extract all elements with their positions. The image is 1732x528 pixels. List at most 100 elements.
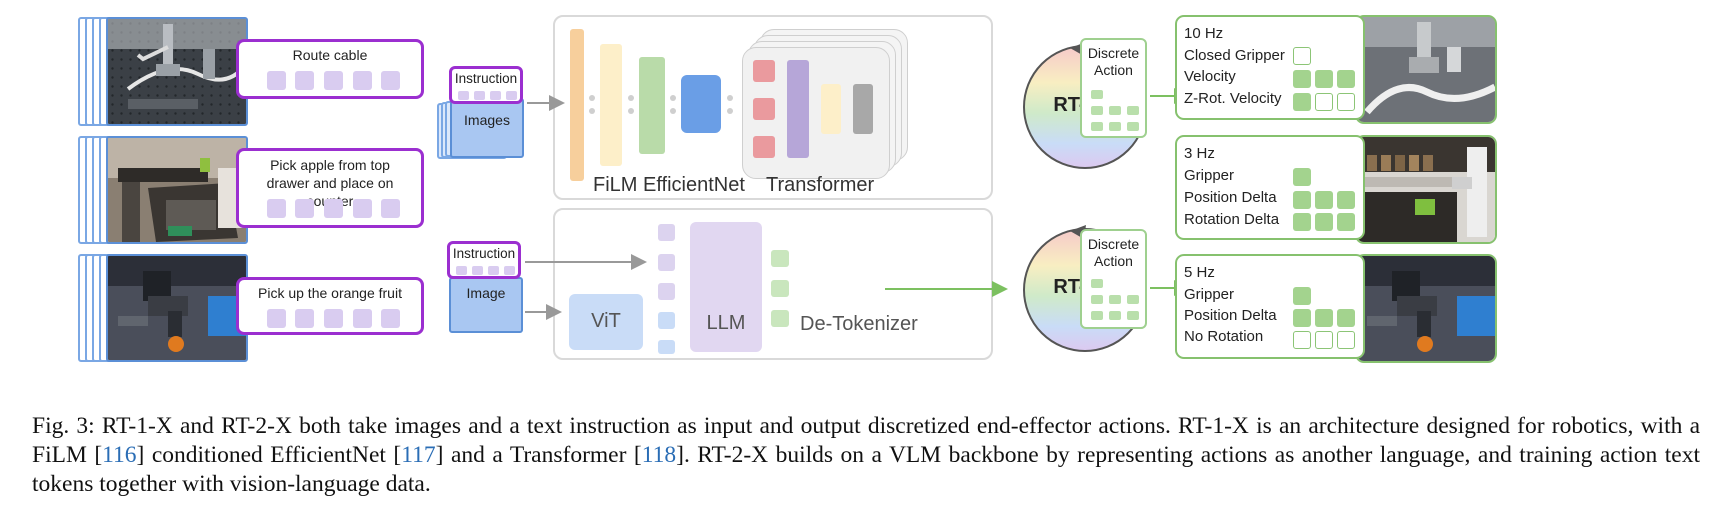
dot (670, 95, 676, 101)
spec-square (1315, 93, 1333, 111)
token (295, 199, 314, 218)
rate-label: 10 Hz (1184, 25, 1224, 42)
output-spec-box: 3 Hz Gripper Position Delta Rotation Del… (1175, 135, 1365, 240)
discrete-action-label: Discrete Action (1087, 45, 1140, 78)
detokenizer-label: De-Tokenizer (800, 313, 918, 335)
rt1-architecture-panel: FiLM EfficientNet Transformer (553, 15, 993, 200)
token (267, 309, 286, 328)
dot (727, 108, 733, 114)
token (353, 199, 372, 218)
rt2-architecture-panel: ViT LLM De-Tokenizer (553, 208, 993, 360)
robot-cable-output-scene (1357, 17, 1495, 122)
spec-square (1337, 70, 1355, 88)
transformer-layer (853, 84, 873, 134)
action-square (1109, 122, 1121, 131)
spec-square (1293, 70, 1311, 88)
token (488, 266, 499, 275)
rt2-discrete-action-box: Discrete Action (1080, 229, 1147, 329)
citation-link[interactable]: 118 (641, 442, 677, 468)
robot-photo-cable-output (1355, 15, 1497, 124)
robot-drawer-scene (108, 138, 246, 242)
token (267, 199, 286, 218)
spec-square (1337, 309, 1355, 327)
output-spec-box: 10 Hz Closed Gripper Velocity Z-Rot. Vel… (1175, 15, 1365, 120)
spec-square (1315, 213, 1333, 231)
token (353, 309, 372, 328)
robot-cable-scene (108, 19, 246, 124)
figure: Route cable Pi (78, 15, 1497, 363)
discrete-action-label: Discrete Action (1087, 236, 1140, 269)
spec-row-label: Gripper (1184, 167, 1235, 184)
citation-link[interactable]: 117 (401, 442, 436, 468)
spec-square (1293, 47, 1311, 65)
rate-label: 5 Hz (1184, 264, 1215, 281)
citation-link[interactable]: 116 (102, 442, 137, 468)
spec-row-label: Closed Gripper (1184, 47, 1285, 64)
spec-square (1315, 191, 1333, 209)
spec-row-label: Position Delta (1184, 189, 1277, 206)
film-layer (600, 44, 622, 166)
attention-block (753, 60, 775, 82)
caption-text: Fig. 3: RT-1-X and RT-2-X both take imag… (32, 413, 1700, 468)
action-square (1127, 122, 1139, 131)
vit-label: ViT (591, 310, 621, 332)
efficientnet-layer (681, 75, 721, 133)
instruction-label: Instruction (454, 71, 518, 86)
spec-row-label: Gripper (1184, 286, 1235, 303)
efficientnet-layer (639, 57, 665, 154)
dot (589, 95, 595, 101)
action-square (1091, 90, 1103, 99)
spec-row-label: Position Delta (1184, 307, 1277, 324)
action-square (1091, 295, 1103, 304)
token (658, 254, 675, 271)
spec-row-label: Z-Rot. Velocity (1184, 90, 1282, 107)
instruction-text: Pick up the orange fruit (258, 285, 402, 301)
attention-block (753, 98, 775, 120)
spec-square (1337, 213, 1355, 231)
action-square (1109, 295, 1121, 304)
spec-square (1293, 309, 1311, 327)
token (353, 71, 372, 90)
spec-square (1315, 331, 1333, 349)
attention-block (753, 136, 775, 158)
dot (727, 95, 733, 101)
dot (670, 108, 676, 114)
transformer-label: Transformer (766, 174, 875, 196)
spec-square (1315, 309, 1333, 327)
token (658, 283, 675, 300)
instruction-box: Route cable (236, 39, 424, 99)
vit-block: ViT (569, 294, 643, 350)
action-token (771, 250, 789, 267)
spec-square (1315, 70, 1333, 88)
film-layer (570, 29, 584, 181)
robot-photo-kitchen-output (1355, 135, 1497, 244)
token (324, 71, 343, 90)
token (324, 199, 343, 218)
spec-square (1293, 191, 1311, 209)
caption-text: ] conditioned EfficientNet [ (136, 442, 402, 468)
output-spec-box: 5 Hz Gripper Position Delta No Rotation (1175, 254, 1365, 359)
robot-kitchen-output-scene (1357, 137, 1495, 242)
action-square (1091, 106, 1103, 115)
token (295, 309, 314, 328)
instruction-input: Instruction (447, 241, 521, 279)
spec-square (1293, 287, 1311, 305)
token (295, 71, 314, 90)
llm-block: LLM (690, 222, 762, 352)
token (490, 91, 501, 100)
spec-square (1337, 191, 1355, 209)
token (381, 71, 400, 90)
robot-photo-cable (106, 17, 248, 126)
token (456, 266, 467, 275)
action-square (1091, 122, 1103, 131)
spec-row-label: Velocity (1184, 68, 1236, 85)
spec-square (1337, 93, 1355, 111)
token (267, 71, 286, 90)
token (472, 266, 483, 275)
image-label: Image (466, 285, 506, 301)
action-square (1127, 311, 1139, 320)
action-token (771, 310, 789, 327)
rt1-discrete-action-box: Discrete Action (1080, 38, 1147, 138)
action-square (1127, 295, 1139, 304)
rate-label: 3 Hz (1184, 145, 1215, 162)
